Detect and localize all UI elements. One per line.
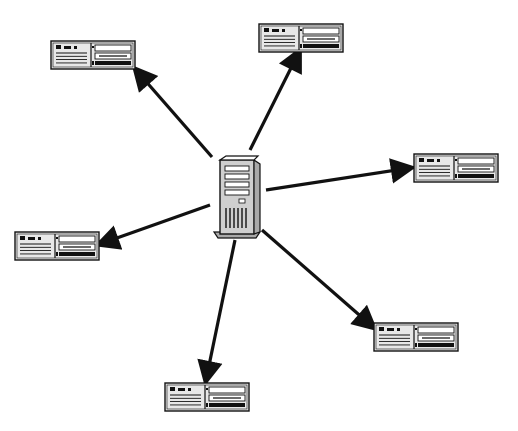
links-layer [93,46,417,387]
server-layer [212,155,262,239]
link-arrow-client-bottom-right [260,228,378,332]
client-left-desktop-computer-icon [14,231,100,261]
link-arrow-client-top-left [131,65,214,159]
client-top-right-desktop-computer-icon [258,23,344,53]
client-bottom-desktop-computer-icon [164,382,250,412]
server-tower-icon [212,155,262,239]
link-arrow-client-left [93,203,211,250]
link-arrow-client-top-right [248,46,302,151]
link-arrow-client-bottom [197,239,237,387]
client-bottom-right-desktop-computer-icon [373,322,459,352]
nodes-layer [14,23,499,412]
client-right-desktop-computer-icon [413,153,499,183]
link-arrow-client-right [265,158,417,192]
client-top-left-desktop-computer-icon [50,40,136,70]
